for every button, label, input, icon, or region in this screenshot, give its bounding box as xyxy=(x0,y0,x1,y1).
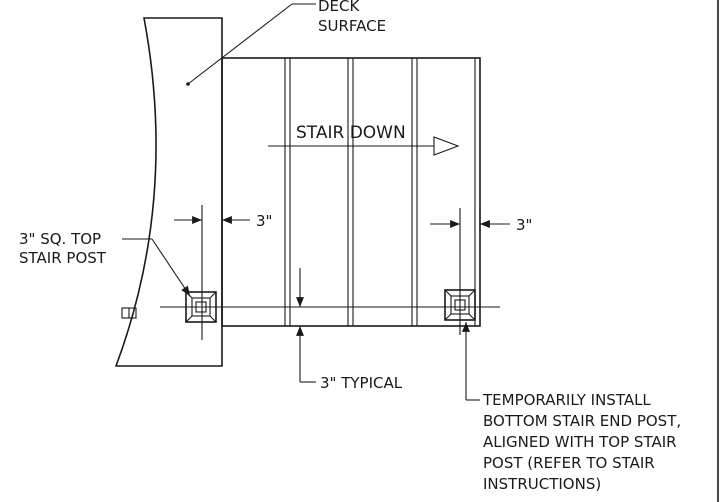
stair-down-arrow-icon xyxy=(268,136,460,156)
bottom-post-note: TEMPORARILY INSTALL BOTTOM STAIR END POS… xyxy=(482,391,686,493)
top-post-line-1: 3" SQ. TOP xyxy=(19,230,101,248)
typical-dimension-label: 3" TYPICAL xyxy=(320,374,403,392)
top-post-label: 3" SQ. TOP STAIR POST xyxy=(19,230,107,267)
stair-tread-area xyxy=(221,57,481,327)
note-line-3: ALIGNED WITH TOP STAIR xyxy=(483,433,677,451)
right-3-inch-dimension xyxy=(430,208,510,335)
right-dimension-label: 3" xyxy=(516,216,532,234)
deck-surface-cutaway xyxy=(114,17,223,367)
note-line-2: BOTTOM STAIR END POST, xyxy=(483,412,681,430)
left-3-inch-dimension xyxy=(174,205,250,340)
note-line-1: TEMPORARILY INSTALL xyxy=(482,391,651,409)
top-post-leader xyxy=(122,238,191,297)
typical-3-inch-dimension xyxy=(296,268,316,383)
deck-surface-line-1: DECK xyxy=(318,0,361,15)
deck-surface-leader xyxy=(186,3,316,86)
stair-down-label: STAIR DOWN xyxy=(296,123,406,143)
deck-surface-line-2: SURFACE xyxy=(318,17,386,35)
stair-tread-grooves xyxy=(284,58,476,326)
bottom-post-note-leader xyxy=(462,322,480,401)
top-post-line-2: STAIR POST xyxy=(19,249,107,267)
note-line-5: INSTRUCTIONS) xyxy=(483,475,601,493)
deck-surface-label: DECK SURFACE xyxy=(318,0,386,35)
note-line-4: POST (REFER TO STAIR xyxy=(483,454,655,472)
left-dimension-label: 3" xyxy=(256,212,272,230)
